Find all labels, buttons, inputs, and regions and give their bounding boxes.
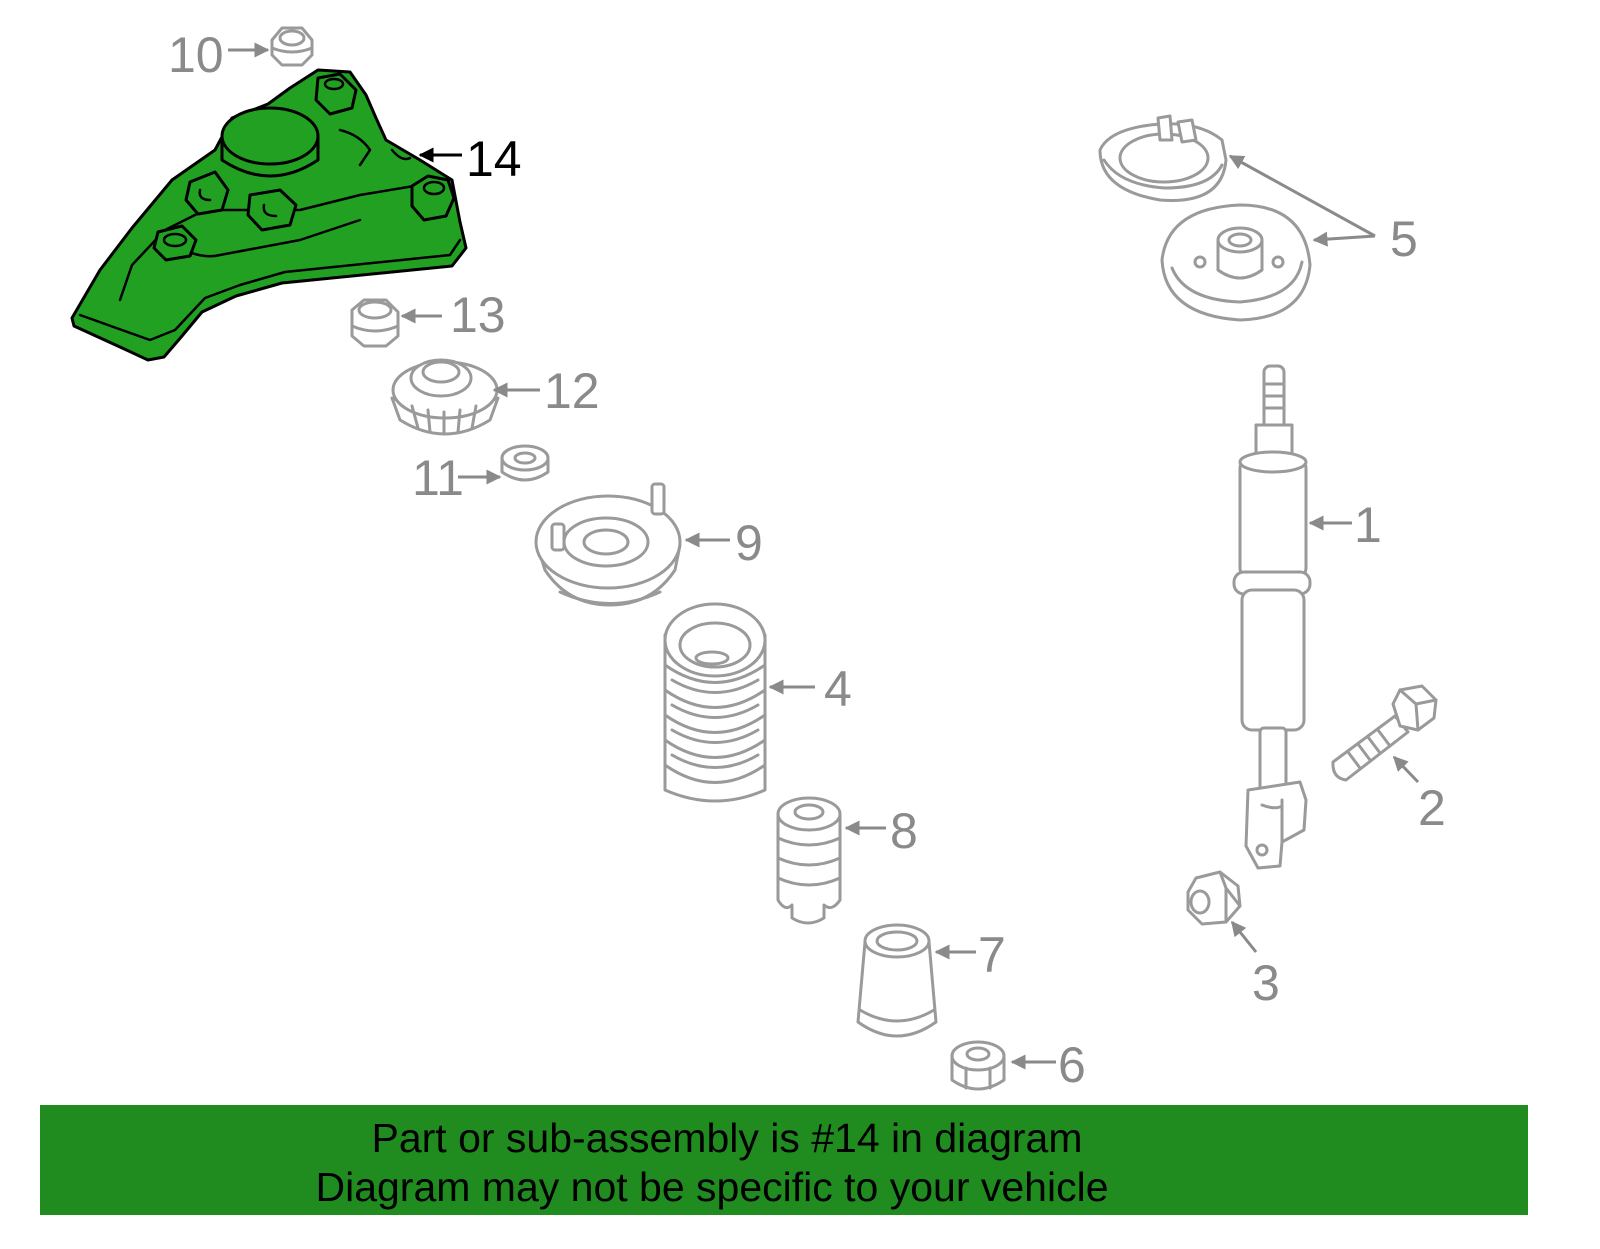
- leader-5a: [1228, 154, 1376, 238]
- part-3-nut[interactable]: [1186, 870, 1242, 926]
- callout-3[interactable]: 3: [1252, 955, 1280, 1011]
- part-9-spring-seat[interactable]: [534, 482, 682, 607]
- callout-4[interactable]: 4: [824, 661, 852, 717]
- part-4-coil-spring[interactable]: [663, 602, 767, 803]
- callout-11[interactable]: 11: [412, 450, 464, 506]
- callout-1[interactable]: 1: [1354, 497, 1382, 553]
- part-7-dust-boot[interactable]: [856, 923, 938, 1038]
- callout-2[interactable]: 2: [1418, 780, 1446, 836]
- callout-5[interactable]: 5: [1390, 211, 1418, 267]
- info-banner: Part or sub-assembly is #14 in diagram D…: [40, 1105, 1528, 1215]
- leader-3: [1230, 920, 1258, 953]
- part-8-bump-stop[interactable]: [776, 796, 842, 925]
- callout-8[interactable]: 8: [890, 803, 918, 859]
- banner-line-2: Diagram may not be specific to your vehi…: [315, 1164, 1108, 1210]
- part-12-bearing-cap[interactable]: [390, 358, 500, 436]
- part-1-shock-absorber[interactable]: [1232, 364, 1312, 870]
- callout-7[interactable]: 7: [978, 927, 1006, 983]
- callout-12[interactable]: 12: [544, 363, 600, 419]
- leader-5b: [1312, 231, 1376, 247]
- callout-14[interactable]: 14: [466, 131, 522, 187]
- callout-10[interactable]: 10: [168, 27, 224, 83]
- callout-9[interactable]: 9: [735, 515, 763, 571]
- part-13-nut[interactable]: [350, 298, 400, 348]
- part-2-bolt[interactable]: [1331, 684, 1438, 782]
- leader-2: [1392, 755, 1420, 784]
- part-6-nut[interactable]: [950, 1040, 1006, 1091]
- part-10-nut[interactable]: [270, 26, 314, 67]
- part-14-strut-mount[interactable]: [70, 68, 468, 362]
- callout-13[interactable]: 13: [450, 287, 506, 343]
- callout-6[interactable]: 6: [1058, 1037, 1086, 1093]
- part-11-washer[interactable]: [500, 444, 550, 482]
- part-5-spring-seats[interactable]: [1098, 114, 1312, 322]
- banner-line-1: Part or sub-assembly is #14 in diagram: [372, 1115, 1083, 1161]
